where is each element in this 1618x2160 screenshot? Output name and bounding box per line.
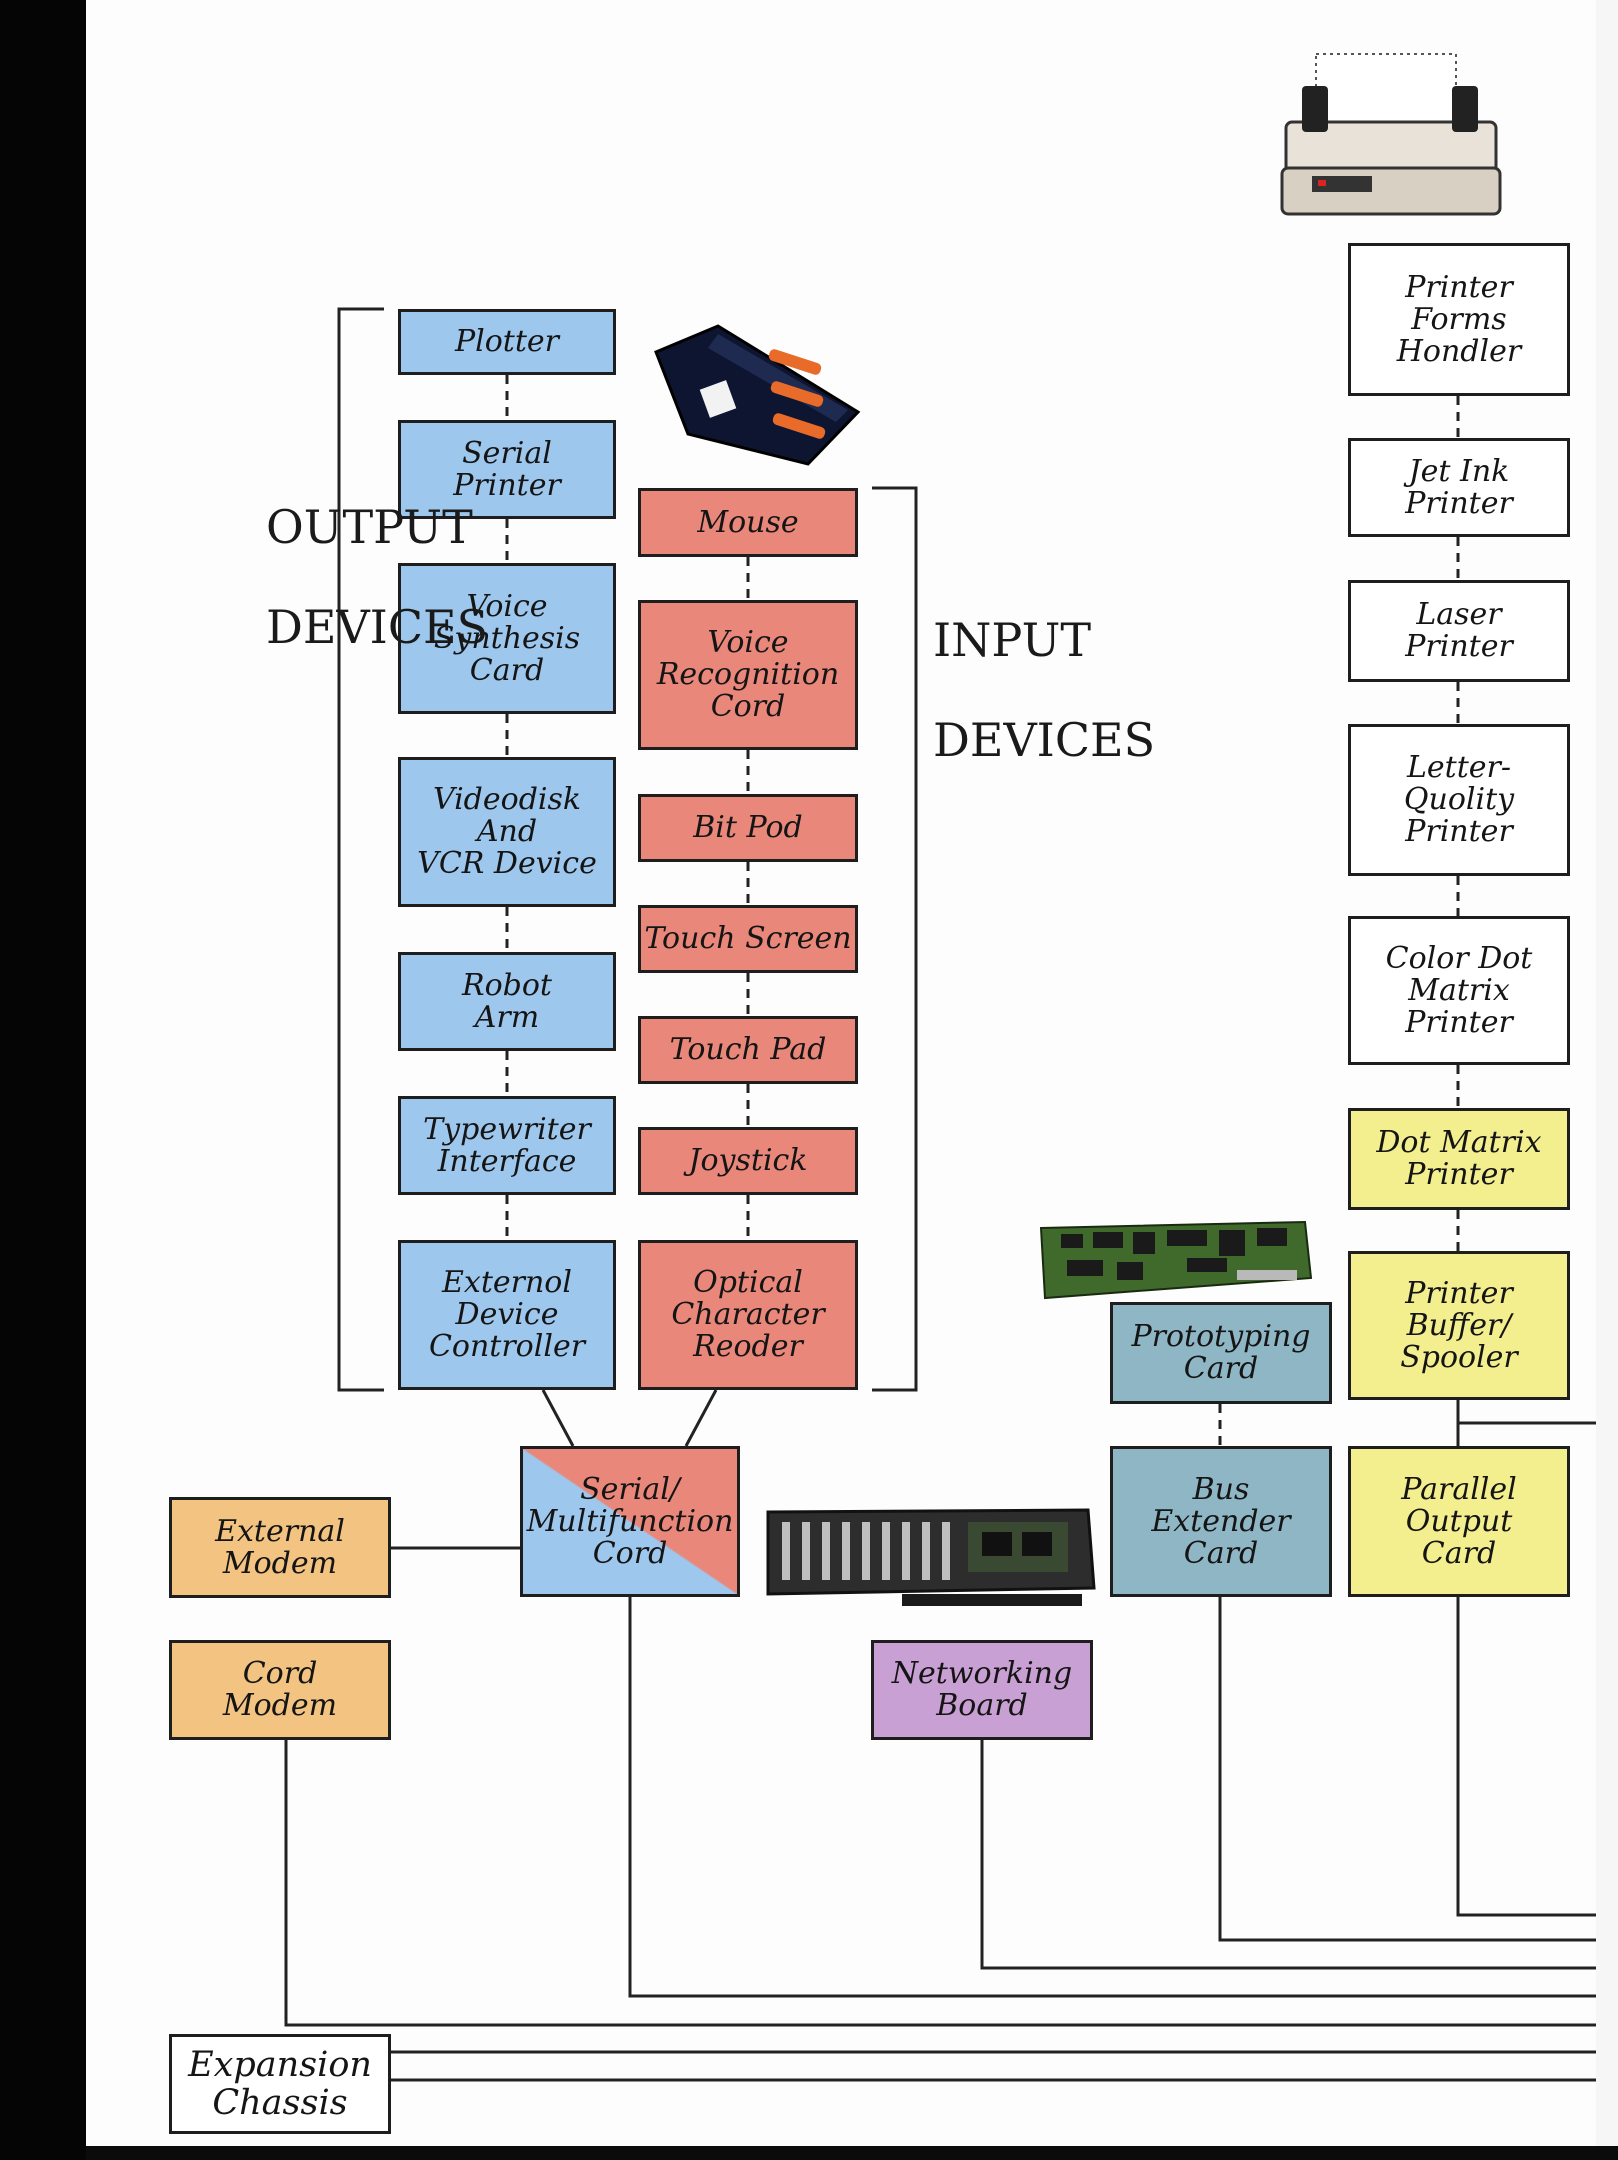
touch-screen-box: Touch Screen bbox=[638, 905, 858, 973]
printer-forms-handler-box: Printer Forms Hondler bbox=[1348, 243, 1570, 396]
expansion-circuit-board-icon bbox=[766, 1508, 1096, 1606]
input-devices-label: INPUT DEVICES bbox=[933, 613, 1156, 767]
jet-ink-printer-box: Jet Ink Printer bbox=[1348, 438, 1570, 537]
page-edge bbox=[1596, 0, 1618, 2146]
bit-pad-box: Bit Pod bbox=[638, 794, 858, 862]
laser-printer-box: Laser Printer bbox=[1348, 580, 1570, 682]
touch-pad-box: Touch Pad bbox=[638, 1016, 858, 1084]
videodisk-vcr-device-box: Videodisk And VCR Device bbox=[398, 757, 616, 907]
mouse-box: Mouse bbox=[638, 488, 858, 557]
joystick-box: Joystick bbox=[638, 1127, 858, 1195]
expansion-chassis-box: Expansion Chassis bbox=[169, 2034, 391, 2134]
card-modem-box: Cord Modem bbox=[169, 1640, 391, 1740]
external-device-controller-box: Externol Device Controller bbox=[398, 1240, 616, 1390]
voice-synthesis-card-box: Voice Synthesis Card bbox=[398, 563, 616, 714]
printer-buffer-spooler-box: Printer Buffer/ Spooler bbox=[1348, 1251, 1570, 1400]
prototyping-circuit-board-icon bbox=[1039, 1220, 1313, 1300]
serial-multifunction-card-box: Serial/ Multifunction Cord bbox=[520, 1446, 740, 1597]
color-dot-matrix-printer-box: Color Dot Matrix Printer bbox=[1348, 916, 1570, 1065]
parallel-output-card-box: Parallel Output Card bbox=[1348, 1446, 1570, 1597]
robot-arm-box: Robot Arm bbox=[398, 952, 616, 1051]
typewriter-interface-box: Typewriter Interface bbox=[398, 1096, 616, 1195]
binding-spine bbox=[0, 0, 86, 2160]
networking-board-box: Networking Board bbox=[871, 1640, 1093, 1740]
voice-recognition-card-box: Voice Recognition Cord bbox=[638, 600, 858, 750]
dot-matrix-printer-icon bbox=[1280, 53, 1502, 216]
joystick-controller-icon bbox=[654, 324, 861, 466]
bus-extender-card-box: Bus Extender Card bbox=[1110, 1446, 1332, 1597]
output-devices-label: OUTPUT DEVICES bbox=[266, 500, 489, 654]
letter-quality-printer-box: Letter- Quolity Printer bbox=[1348, 724, 1570, 876]
page-bottom-edge bbox=[86, 2146, 1618, 2160]
external-modem-box: External Modem bbox=[169, 1497, 391, 1598]
dot-matrix-printer-box: Dot Matrix Printer bbox=[1348, 1108, 1570, 1210]
optical-character-reader-box: Optical Character Reoder bbox=[638, 1240, 858, 1390]
serial-printer-box: Serial Printer bbox=[398, 420, 616, 519]
plotter-box: Plotter bbox=[398, 309, 616, 375]
prototyping-card-box: Prototyping Card bbox=[1110, 1302, 1332, 1404]
